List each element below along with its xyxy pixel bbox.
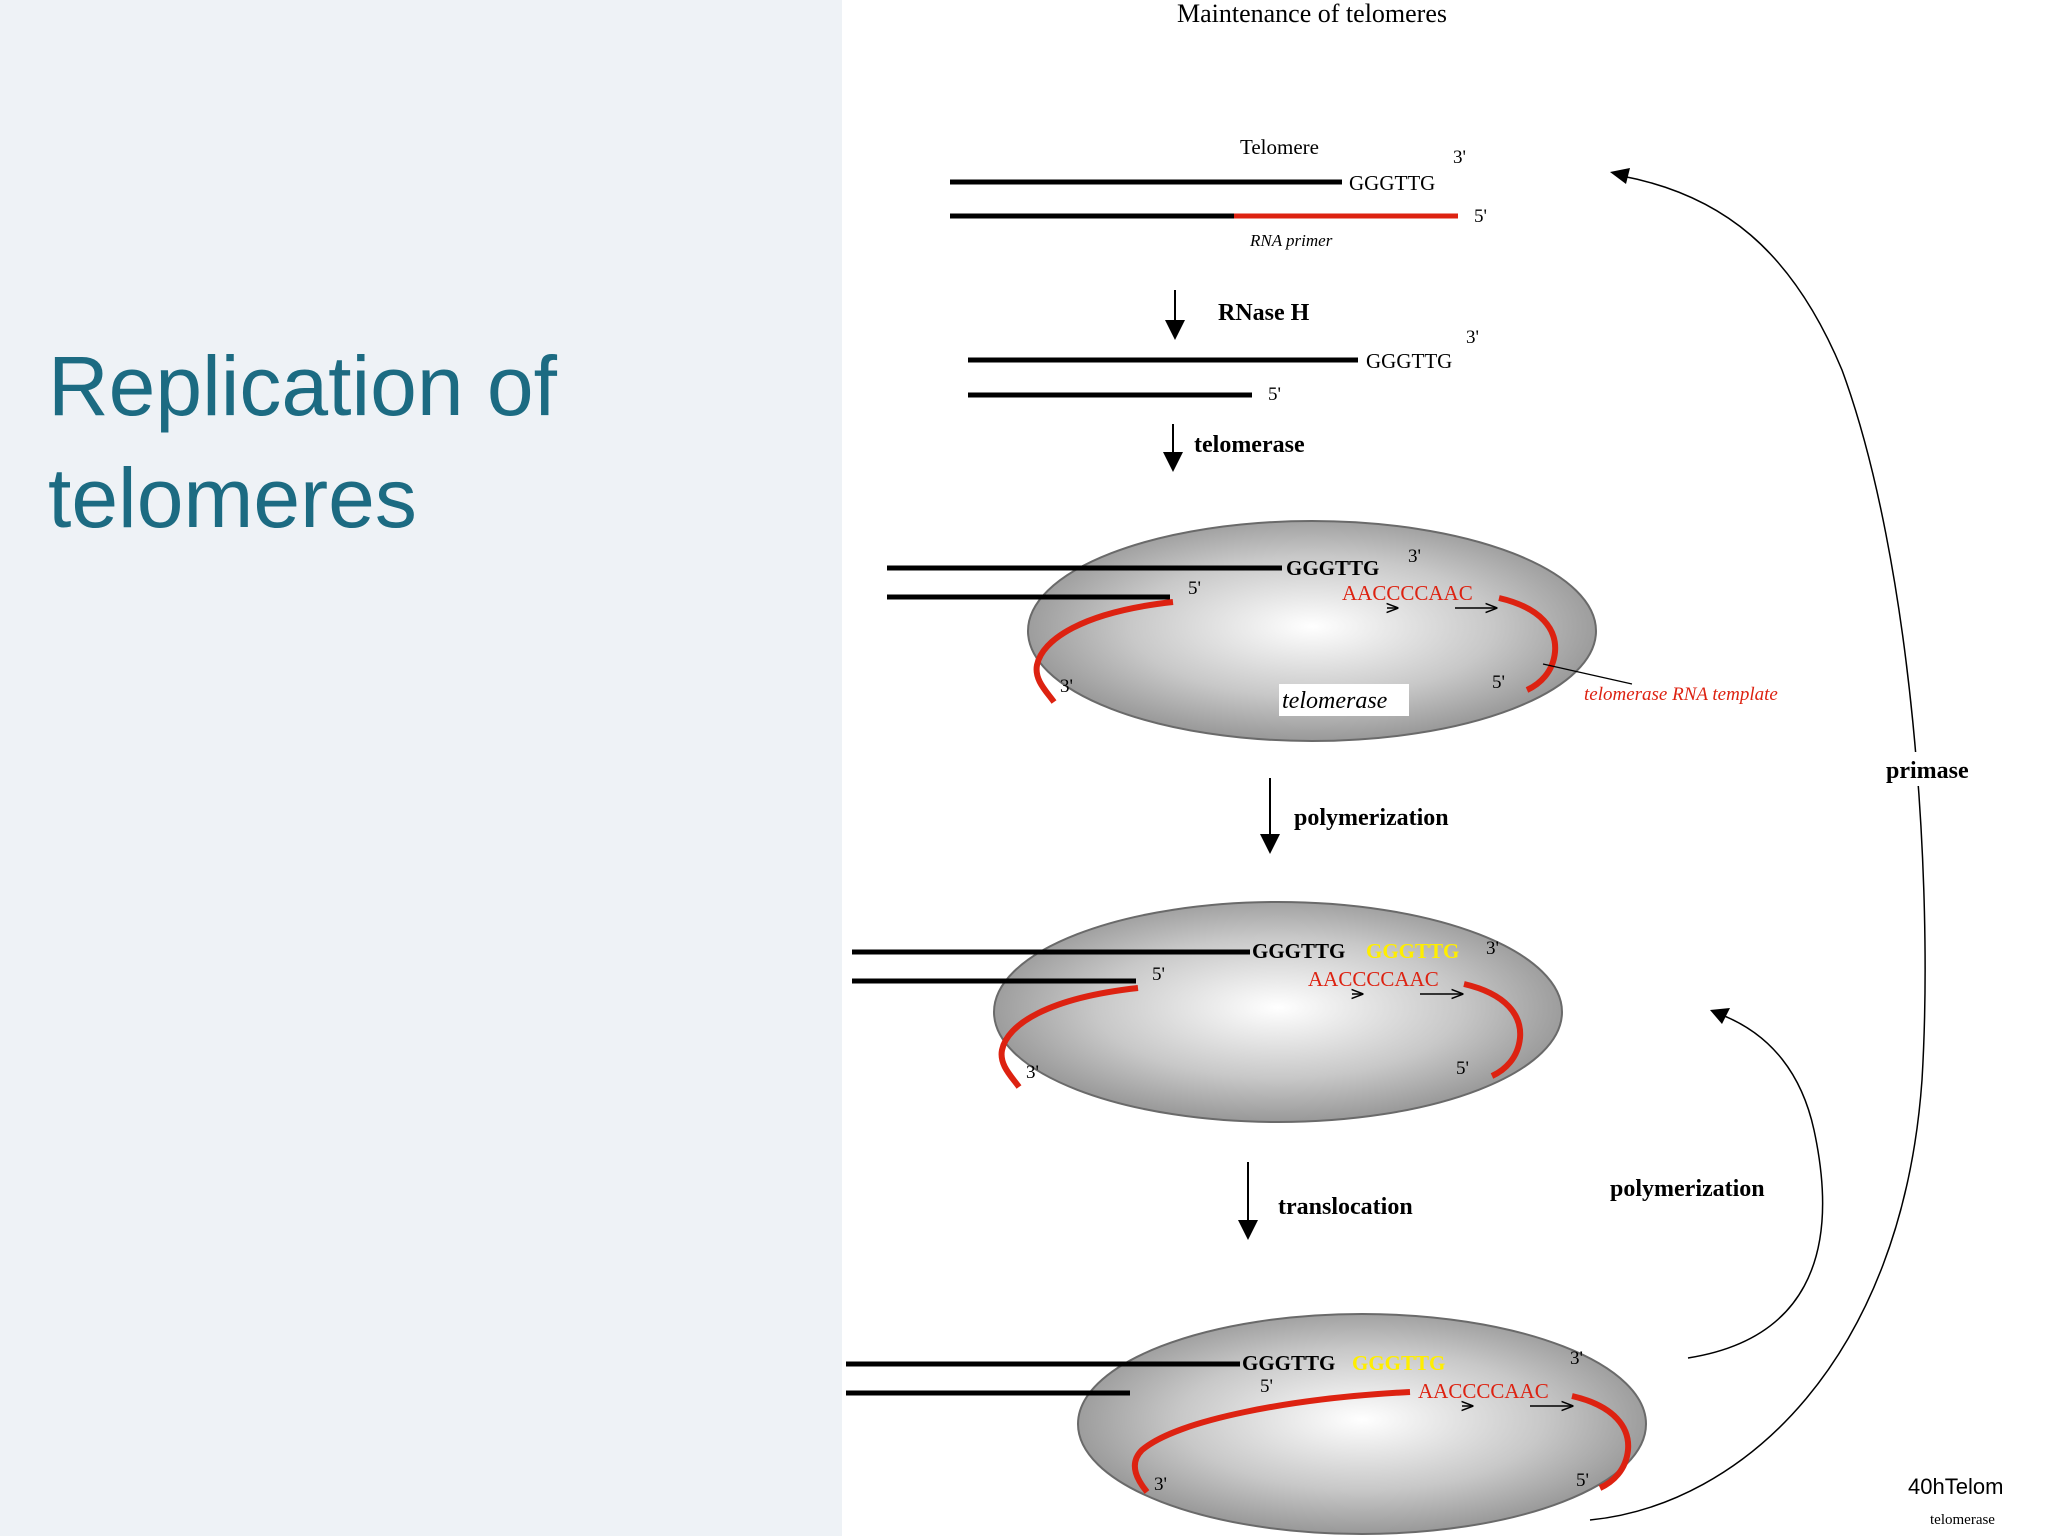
p5-top-5prime: 5' bbox=[1260, 1376, 1273, 1397]
p4-rna-arc-right bbox=[1463, 981, 1524, 1079]
p1-top-3prime: 3' bbox=[1453, 147, 1466, 168]
telomere-diagram: Maintenance of telomeres Telomere 3' GGG… bbox=[842, 0, 2048, 1536]
p4-arc-5prime: 5' bbox=[1456, 1058, 1469, 1079]
p1-g-strand-seq: GGGTTG bbox=[1349, 171, 1435, 195]
step-label-telomerase: telomerase bbox=[1194, 432, 1305, 458]
p4-bottom-5prime: 5' bbox=[1152, 964, 1165, 985]
diagram-svg: Maintenance of telomeres Telomere 3' GGG… bbox=[846, 0, 2003, 1535]
template-label: telomerase RNA template bbox=[1584, 684, 1778, 705]
p5-template-seq: AACCCCAAC bbox=[1418, 1379, 1549, 1403]
primase-label-bg bbox=[1882, 752, 1986, 786]
template-label-pointer bbox=[1542, 663, 1633, 685]
p5-arc-3prime: 3' bbox=[1154, 1474, 1167, 1495]
figure-title: Maintenance of telomeres bbox=[1177, 0, 1447, 28]
p4-arc-3prime: 3' bbox=[1026, 1062, 1039, 1083]
slide-title: Replication of telomeres bbox=[48, 330, 808, 554]
p4-extension-seq: GGGTTG bbox=[1366, 939, 1459, 963]
p4-rna-arc-left bbox=[998, 985, 1139, 1089]
p5-g-strand-seq: GGGTTG bbox=[1242, 1351, 1335, 1375]
rna-primer-label: RNA primer bbox=[1249, 231, 1333, 250]
loop-arrow-polymerization-head bbox=[1710, 1008, 1730, 1024]
loop-arrow-primase bbox=[1589, 175, 1926, 1521]
p2-bottom-5prime: 5' bbox=[1268, 384, 1281, 405]
p5-top-3prime: 3' bbox=[1570, 1348, 1583, 1369]
slide-title-line1: Replication of bbox=[48, 339, 557, 433]
telomerase-enzyme-3 bbox=[1077, 1313, 1647, 1535]
loop-label-polymerization: polymerization bbox=[1610, 1176, 1765, 1202]
step-label-rnase-h: RNase H bbox=[1218, 300, 1310, 326]
loop-label-primase: primase bbox=[1886, 758, 1969, 784]
p3-rna-arc-left bbox=[1033, 599, 1174, 704]
p3-template-seq: AACCCCAAC bbox=[1342, 581, 1473, 605]
p1-bottom-5prime: 5' bbox=[1474, 206, 1487, 227]
slide-title-line2: telomeres bbox=[48, 451, 417, 545]
p3-arc-3prime: 3' bbox=[1060, 676, 1073, 697]
telomerase-enzyme-1 bbox=[1027, 520, 1597, 742]
telomerase-enzyme-2 bbox=[993, 901, 1563, 1123]
loop-arrow-primase-head bbox=[1610, 168, 1630, 184]
enzyme-label: telomerase bbox=[1282, 688, 1388, 714]
p4-top-3prime: 3' bbox=[1486, 938, 1499, 959]
title-panel: Replication of telomeres bbox=[0, 0, 842, 1536]
step-label-translocation: translocation bbox=[1278, 1194, 1413, 1220]
telomere-label: Telomere bbox=[1240, 135, 1319, 159]
footer-small-label: telomerase bbox=[1930, 1512, 1995, 1528]
p3-g-strand-seq: GGGTTG bbox=[1286, 556, 1379, 580]
p3-rna-arc-right bbox=[1498, 595, 1559, 693]
p5-arc-5prime: 5' bbox=[1576, 1470, 1589, 1491]
step-label-polymerization: polymerization bbox=[1294, 805, 1449, 831]
p4-g-strand-seq: GGGTTG bbox=[1252, 939, 1345, 963]
loop-arrow-polymerization bbox=[1687, 1014, 1824, 1359]
p4-template-seq: AACCCCAAC bbox=[1308, 967, 1439, 991]
p2-g-strand-seq: GGGTTG bbox=[1366, 349, 1452, 373]
enzyme-label-bg bbox=[1279, 684, 1409, 716]
p3-arc-5prime: 5' bbox=[1492, 672, 1505, 693]
p2-top-3prime: 3' bbox=[1466, 327, 1479, 348]
p5-extension-seq: GGGTTG bbox=[1352, 1351, 1445, 1375]
p3-top-3prime: 3' bbox=[1408, 546, 1421, 567]
p3-bottom-5prime: 5' bbox=[1188, 578, 1201, 599]
footer-code: 40hTelom bbox=[1908, 1474, 2003, 1499]
p5-rna-arc-right bbox=[1571, 1393, 1632, 1491]
p5-rna-arc-left bbox=[1131, 1389, 1411, 1494]
